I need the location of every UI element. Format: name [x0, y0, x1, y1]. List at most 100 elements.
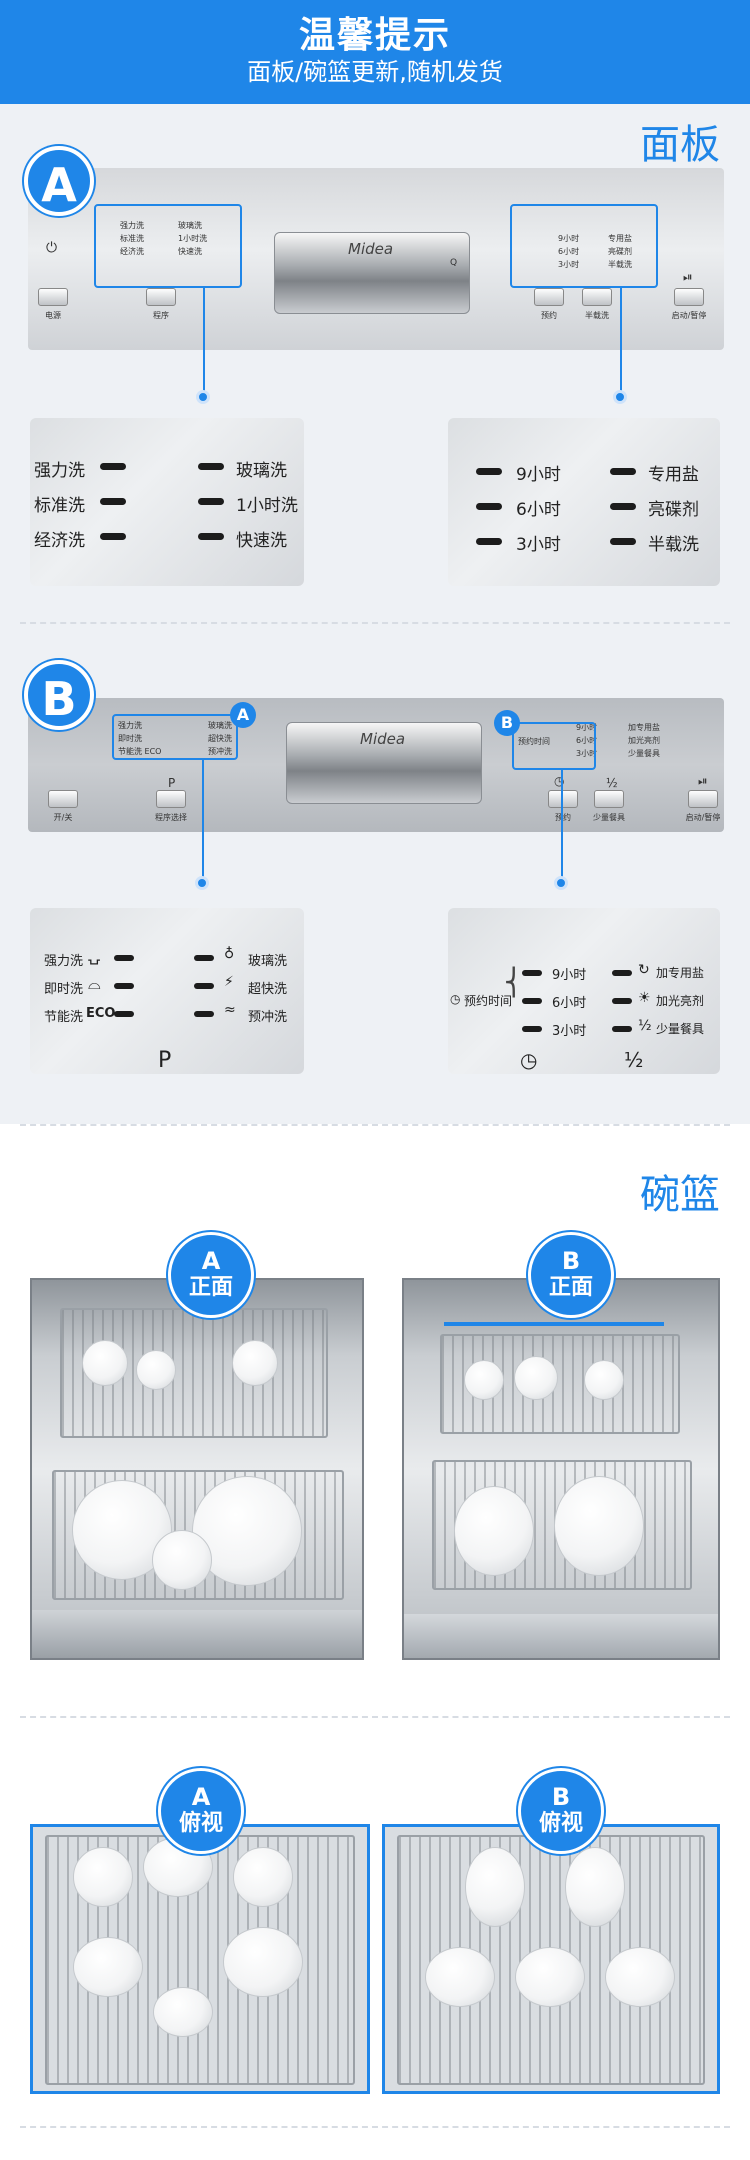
panel-b-handle: [286, 722, 482, 804]
power-button[interactable]: [38, 288, 68, 306]
cup: [514, 1356, 558, 1400]
schedule-button[interactable]: [548, 790, 578, 808]
zoom-a-left-1: 强力洗: [34, 461, 85, 481]
led: [194, 955, 214, 961]
zoom-b-left2-1: 玻璃洗: [248, 954, 288, 969]
basket-a-front-photo: [30, 1278, 364, 1660]
badge-top-b: B 俯视: [518, 1768, 604, 1854]
bowl: [233, 1847, 293, 1907]
panel-b-tiny-left2-2: 超快洗: [208, 734, 232, 743]
half-load-button[interactable]: [582, 288, 612, 306]
badge-front-b: B 正面: [528, 1232, 614, 1318]
divider: [20, 2126, 730, 2128]
panel-a-left-highlight: [94, 204, 242, 288]
badge-front-a-text: 正面: [188, 1275, 233, 1300]
clock-icon: ◷: [554, 774, 565, 788]
panel-b-tiny-right-2: 6小时: [576, 736, 598, 745]
zoom-a-left2-1: 玻璃洗: [236, 461, 287, 481]
on-off-button[interactable]: [48, 790, 78, 808]
panel-a-tiny-left-3: 经济洗: [120, 247, 144, 256]
led: [522, 1026, 542, 1032]
basket-a-top-photo: [30, 1824, 370, 2094]
program-button[interactable]: [146, 288, 176, 306]
panel-a-tiny-left2-2: 1小时洗: [178, 234, 208, 243]
program-button-label: 程序: [153, 311, 169, 320]
led: [612, 998, 632, 1004]
panel-a-badge: A: [24, 146, 94, 216]
panel-b-tiny-right2-2: 加光亮剂: [628, 736, 660, 745]
divider: [20, 1124, 730, 1126]
cup: [232, 1340, 278, 1386]
small-load-button-label: 少量餐具: [593, 813, 625, 822]
badge-top-a-text: 俯视: [178, 1811, 223, 1836]
led: [114, 955, 134, 961]
panel-a-zoom-left: 强力洗 玻璃洗 标准洗 1小时洗 经济洗 快速洗: [30, 418, 304, 586]
play-pause-icon: ⏯: [698, 774, 708, 788]
panel-b-brand-logo: Midea: [360, 730, 406, 748]
divider: [20, 1716, 730, 1718]
panel-a-tiny-left2-3: 快速洗: [178, 247, 202, 256]
led: [610, 503, 636, 510]
zoom-b-right-1: 9小时: [552, 968, 587, 983]
power-button-label: 电源: [45, 311, 61, 320]
cup: [136, 1350, 176, 1390]
panel-b-zoom-left: 强力洗 ⍽ ♁ 玻璃洗 即时洗 ⌓ ⚡ 超快洗 节能洗 ECO ≈ 预冲洗 P: [30, 908, 304, 1074]
zoom-b-right-2: 6小时: [552, 996, 587, 1011]
basket-section-title: 碗篮: [640, 1172, 720, 1218]
half-load-button-label: 半载洗: [585, 311, 609, 320]
cup: [584, 1360, 624, 1400]
badge-front-a-letter: A: [201, 1247, 221, 1275]
panel-a-brand-logo: Midea: [348, 240, 394, 258]
plate: [454, 1486, 534, 1576]
basket-b-top-photo: [382, 1824, 720, 2094]
cup: [464, 1360, 504, 1400]
badge-top-a: A 俯视: [158, 1768, 244, 1854]
banner-subtitle: 面板/碗篮更新,随机发货: [247, 58, 503, 86]
fast-wash-icon: ⚡: [224, 974, 234, 990]
zoom-a-left2-2: 1小时洗: [236, 496, 298, 516]
panel-a-tiny-right2-2: 亮碟剂: [608, 247, 632, 256]
zoom-b-half-mark: ½: [624, 1048, 644, 1072]
start-pause-button[interactable]: [674, 288, 704, 306]
panel-a-tiny-right-1: 9小时: [558, 234, 580, 243]
program-select-button[interactable]: [156, 790, 186, 808]
bowl: [152, 1530, 212, 1590]
panel-a-left-dot: [196, 390, 210, 404]
badge-top-b-text: 俯视: [538, 1811, 583, 1836]
small-load-button[interactable]: [594, 790, 624, 808]
start-pause-button[interactable]: [688, 790, 718, 808]
banner-title: 温馨提示: [298, 15, 451, 56]
panel-b-right-highlight: [512, 722, 596, 770]
zoom-b-right2-3: 少量餐具: [656, 1022, 705, 1036]
eco-label: ECO: [86, 1006, 116, 1021]
panel-a-tiny-left2-1: 玻璃洗: [178, 221, 202, 230]
panel-b-half-mark: ½: [606, 776, 618, 790]
panel-b-right-dot: [554, 876, 568, 890]
panel-b-left-highlight: [112, 714, 238, 760]
panel-b-program-mark: P: [168, 776, 176, 790]
door-bottom: [404, 1614, 718, 1658]
led: [114, 983, 134, 989]
panel-a-tiny-right-3: 3小时: [558, 260, 580, 269]
panel-b-tiny-left2-3: 预冲洗: [208, 747, 232, 756]
zoom-a-left2-3: 快速洗: [236, 531, 287, 551]
bowl: [223, 1927, 303, 1997]
bracket: ⎨: [504, 968, 524, 998]
led: [476, 538, 502, 545]
panel-b-small-badge-b: B: [494, 710, 520, 736]
led: [610, 468, 636, 475]
panel-b-left-dot: [195, 876, 209, 890]
bowl: [605, 1947, 675, 2007]
panel-section-title: 面板: [640, 122, 720, 168]
bowl: [153, 1987, 213, 2037]
panel-b-tiny-right2-3: 少量餐具: [628, 749, 660, 758]
panel-b-tiny-left2-1: 玻璃洗: [208, 721, 232, 730]
rinse-aid-icon: ☀: [638, 990, 651, 1006]
led: [194, 1011, 214, 1017]
cup: [82, 1340, 128, 1386]
led: [198, 498, 224, 505]
schedule-button[interactable]: [534, 288, 564, 306]
panel-b-tiny-left-3: 节能洗 ECO: [118, 747, 162, 756]
schedule-button-label: 预约: [541, 311, 557, 320]
